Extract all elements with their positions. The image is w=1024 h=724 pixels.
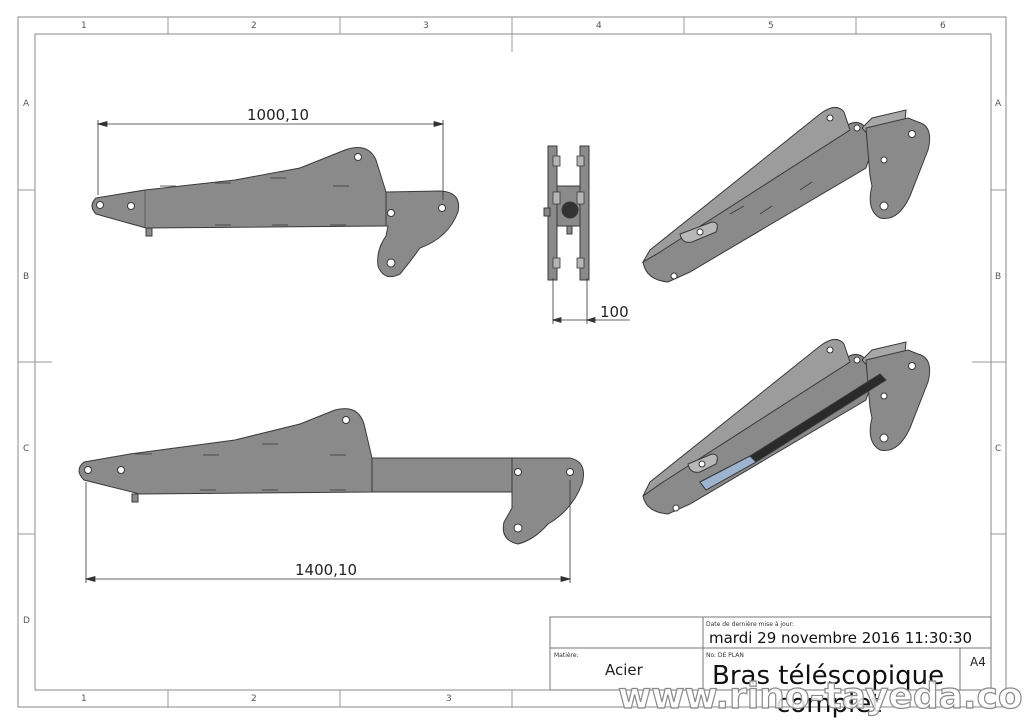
date-label: Date de dernière mise à jour: [706,621,794,628]
dimension-front-view [551,278,630,324]
date-value: mardi 29 novembre 2016 11:30:30 [709,629,972,647]
col-label-bottom-2: 2 [251,694,257,704]
row-label-left-d: D [23,616,30,626]
drawing-title-line2: complet [776,689,881,719]
dimension-bottom-view [84,480,572,583]
col-label-top-1: 1 [81,21,87,31]
row-label-right-c: C [995,444,1001,454]
col-label-bottom-3: 3 [446,694,452,704]
row-label-left-c: C [23,444,29,454]
col-label-top-2: 2 [251,21,257,31]
row-label-left-b: B [23,272,29,282]
col-label-top-6: 6 [940,21,946,31]
row-label-left-a: A [23,99,30,109]
dimension-label-100: 100 [600,303,629,321]
front-view [543,145,590,281]
title-block [549,616,992,691]
col-label-top-5: 5 [768,21,774,31]
material-label: Matière: [554,652,579,659]
row-label-right-b: B [995,272,1001,282]
isometric-view-retracted [641,107,931,283]
plan-number-label: No. DE PLAN [706,652,744,659]
isometric-view-section [642,339,931,515]
drawing-title-line1: Bras téléscopique [712,661,944,691]
row-label-right-a: A [995,99,1002,109]
dimension-label-1000: 1000,10 [247,106,309,124]
col-label-top-4: 4 [596,21,602,31]
col-label-top-3: 3 [423,21,429,31]
sheet-size: A4 [970,655,986,669]
watermark: www.rino-tayeda.com [617,675,1024,717]
side-view-retracted [91,147,460,278]
side-view-extended [78,408,584,545]
col-label-bottom-1: 1 [81,694,87,704]
material-value: Acier [605,661,644,679]
dimension-label-1400: 1400,10 [295,561,357,579]
dimension-top-view [96,120,445,200]
